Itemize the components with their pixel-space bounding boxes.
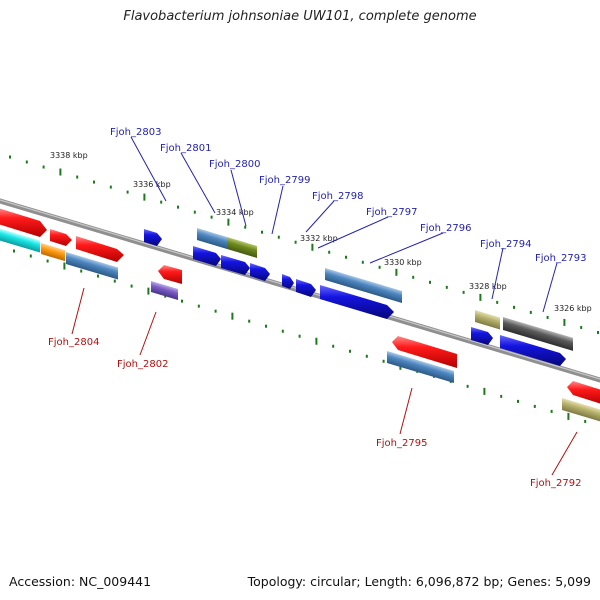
forward-strand-genes xyxy=(0,208,573,366)
scale-ticks-top xyxy=(9,155,599,334)
gene-label-bottom[interactable]: Fjoh_2804 xyxy=(48,337,99,348)
gene-fjoh-2794[interactable] xyxy=(475,310,500,330)
scale-label: 3332 kbp xyxy=(300,234,338,243)
gene-fjoh-2800-arrow[interactable] xyxy=(221,255,250,275)
gene-fjoh-2805-arrow[interactable] xyxy=(0,208,47,237)
gene-fjoh-2802-arrow[interactable] xyxy=(158,265,182,284)
gene-label-top[interactable]: Fjoh_2798 xyxy=(312,191,363,202)
map-title: Flavobacterium johnsoniae UW101, complet… xyxy=(123,9,477,24)
gene-fjoh-2801[interactable] xyxy=(197,228,227,249)
scale-label: 3328 kbp xyxy=(469,282,507,291)
gene-label-top[interactable]: Fjoh_2800 xyxy=(209,159,260,170)
gene-arrow-small[interactable] xyxy=(50,229,72,246)
gene-label-top[interactable]: Fjoh_2799 xyxy=(259,175,310,186)
scale-label: 3334 kbp xyxy=(216,208,254,217)
accession-text: Accession: NC_009441 xyxy=(9,574,152,589)
gene-fjoh-2802[interactable] xyxy=(151,281,178,301)
gene-fjoh-2800[interactable] xyxy=(227,237,257,258)
gene-label-top[interactable]: Fjoh_2793 xyxy=(535,253,586,264)
gene-fjoh-2798b[interactable] xyxy=(296,279,316,297)
gene-fjoh-2804[interactable] xyxy=(66,252,118,280)
gene-fjoh-2793[interactable] xyxy=(503,317,573,351)
gene-label-top[interactable]: Fjoh_2801 xyxy=(160,143,211,154)
gene-label-top[interactable]: Fjoh_2803 xyxy=(110,127,161,138)
gene-label-top[interactable]: Fjoh_2797 xyxy=(366,207,417,218)
reverse-strand-genes xyxy=(0,228,600,424)
gene-label-bottom[interactable]: Fjoh_2792 xyxy=(530,478,581,489)
gene-fjoh-2803[interactable] xyxy=(144,229,162,246)
gene-fjoh-2795-arrow[interactable] xyxy=(392,336,457,368)
scale-label: 3336 kbp xyxy=(133,180,171,189)
gene-label-bottom[interactable]: Fjoh_2802 xyxy=(117,359,168,370)
genome-summary-text: Topology: circular; Length: 6,096,872 bp… xyxy=(247,574,591,589)
gene-fjoh-2799[interactable] xyxy=(250,263,270,281)
scale-label: 3338 kbp xyxy=(50,151,88,160)
gene-orange[interactable] xyxy=(41,243,65,262)
gene-label-bottom[interactable]: Fjoh_2795 xyxy=(376,438,427,449)
gene-fjoh-2792-arrow[interactable] xyxy=(567,381,600,405)
gene-fjoh-2793-arrow[interactable] xyxy=(500,335,566,366)
gene-label-top[interactable]: Fjoh_2794 xyxy=(480,239,531,250)
gene-fjoh-2797[interactable] xyxy=(325,268,402,303)
gene-fjoh-2798[interactable] xyxy=(282,274,294,289)
gene-fjoh-2794-arrow[interactable] xyxy=(471,327,493,345)
gene-arrow[interactable] xyxy=(76,236,124,262)
gene-fjoh-2801-arrow[interactable] xyxy=(193,246,221,266)
gene-fjoh-2795[interactable] xyxy=(387,351,454,383)
top-leader-lines xyxy=(130,136,558,313)
gene-label-top[interactable]: Fjoh_2796 xyxy=(420,223,471,234)
scale-label: 3330 kbp xyxy=(384,258,422,267)
gene-fjoh-2796[interactable] xyxy=(320,285,394,319)
bottom-leader-lines xyxy=(71,287,578,476)
gene-cyan[interactable] xyxy=(0,228,40,253)
scale-label: 3326 kbp xyxy=(554,304,592,313)
gene-fjoh-2792[interactable] xyxy=(562,398,600,424)
